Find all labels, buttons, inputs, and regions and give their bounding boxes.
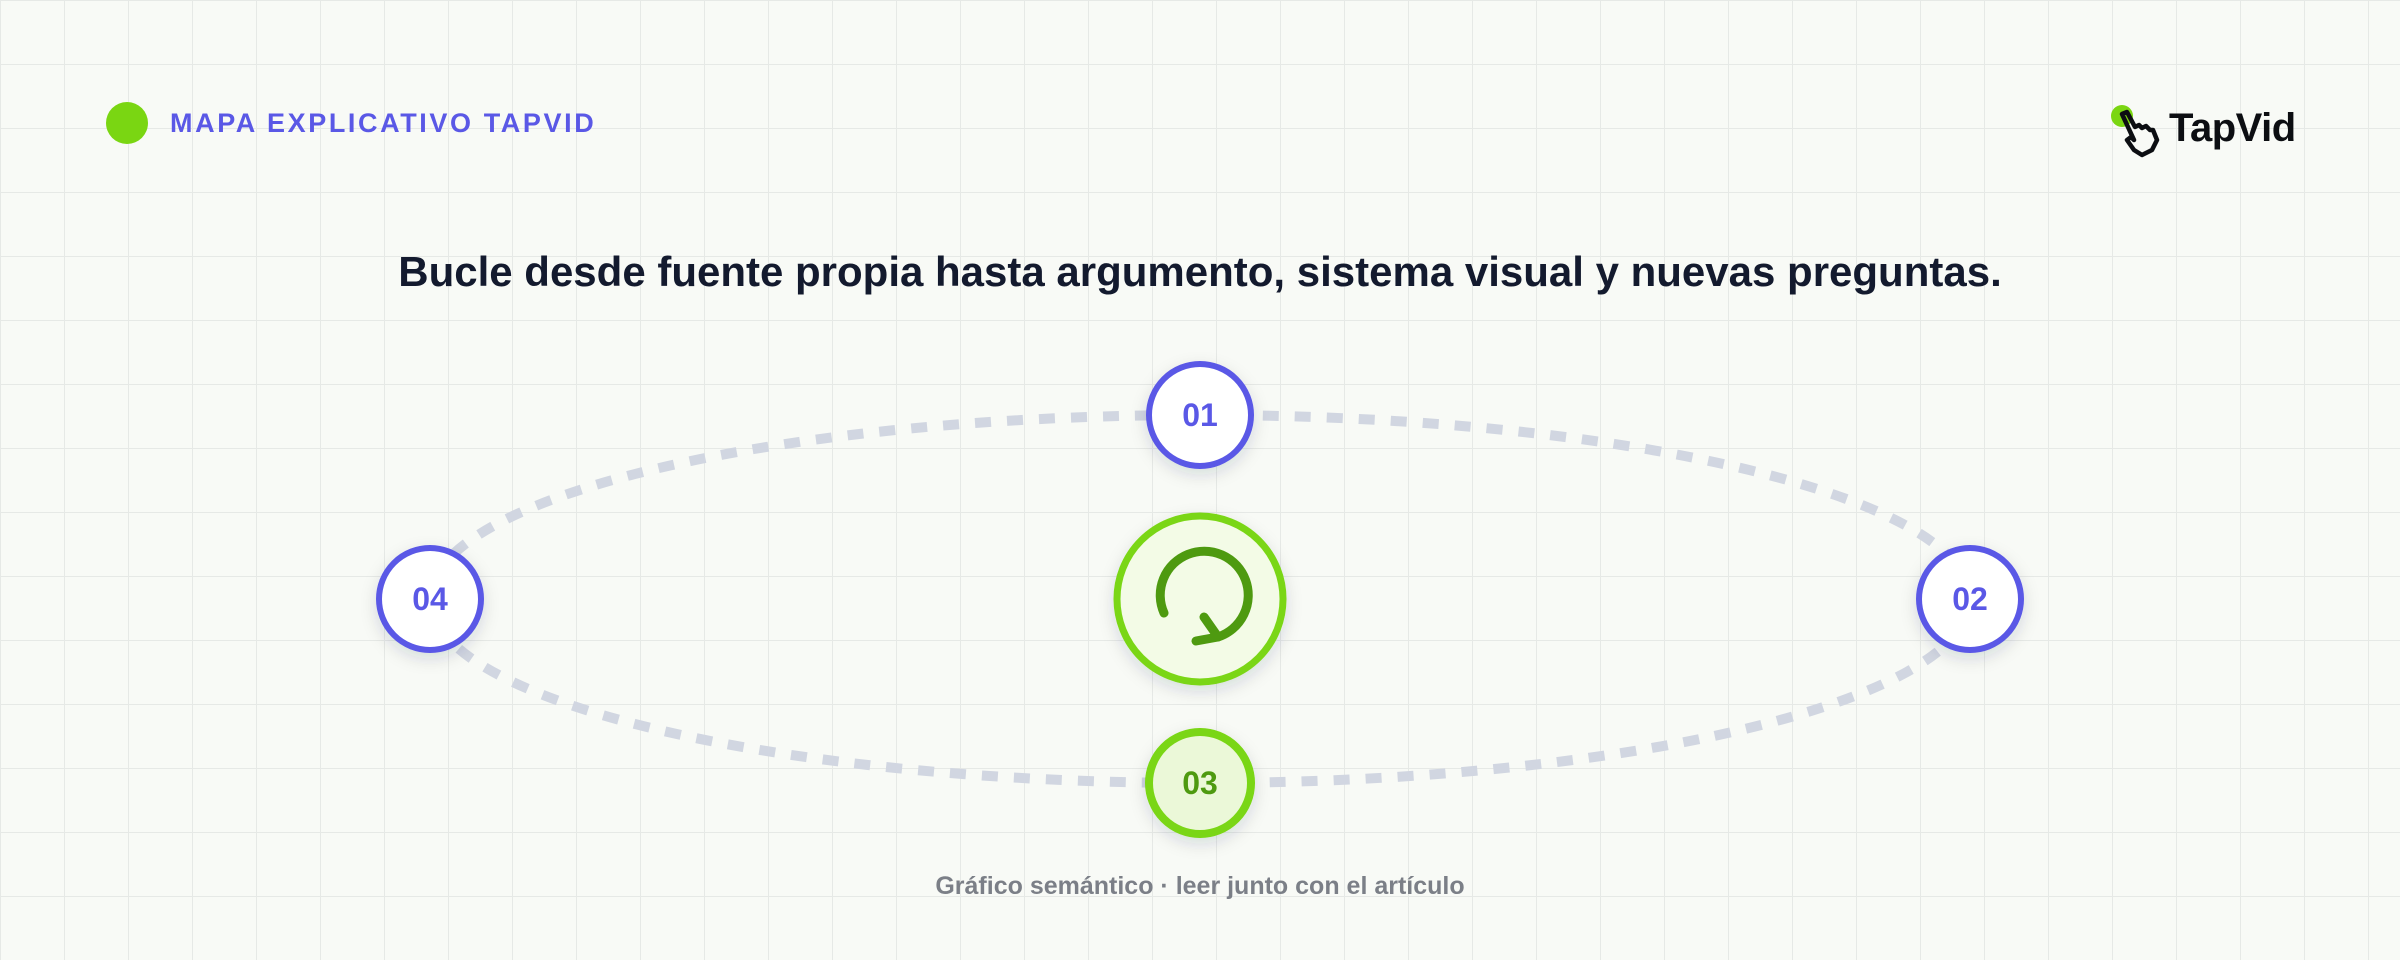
center-loop-node: [1113, 512, 1287, 686]
step-node-04[interactable]: 04: [376, 545, 484, 653]
footer-note: Gráfico semántico · leer junto con el ar…: [935, 872, 1465, 900]
step-node-03[interactable]: 03: [1145, 728, 1255, 838]
pointer-hand-icon: [2111, 105, 2160, 158]
green-dot-icon: [106, 102, 148, 144]
step-label: 02: [1952, 581, 1988, 617]
header-brand: MAPA EXPLICATIVO TAPVID: [106, 102, 596, 144]
step-node-02[interactable]: 02: [1916, 545, 2024, 653]
step-label: 04: [412, 581, 448, 617]
page-title: Bucle desde fuente propia hasta argument…: [398, 248, 2002, 295]
tapvid-logo[interactable]: TapVid: [2108, 100, 2304, 160]
refresh-icon: [1155, 546, 1253, 646]
step-label: 03: [1182, 765, 1218, 801]
logo-text: TapVid: [2169, 106, 2296, 150]
header-kicker: MAPA EXPLICATIVO TAPVID: [170, 107, 597, 138]
step-node-01[interactable]: 01: [1146, 361, 1254, 469]
step-label: 01: [1182, 397, 1218, 433]
